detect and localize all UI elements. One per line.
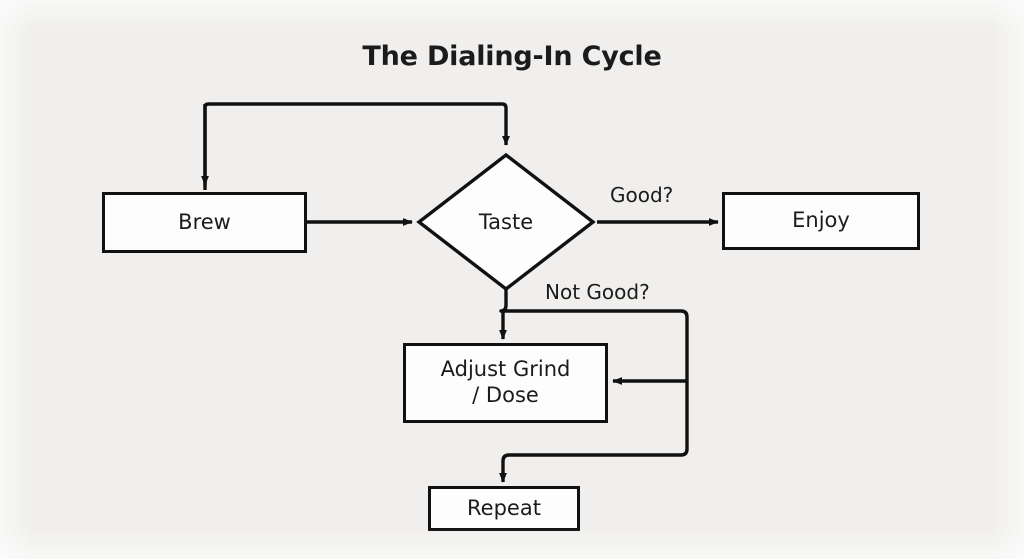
diamond-shape (416, 152, 596, 292)
page-title: The Dialing-In Cycle (362, 41, 662, 72)
edge-loop-down-to-taste (501, 102, 510, 146)
node-enjoy[interactable]: Enjoy (722, 192, 920, 250)
node-repeat-label: Repeat (467, 495, 541, 520)
node-taste-label: Taste (478, 210, 534, 234)
edge-label-not-good: Not Good? (545, 280, 650, 304)
node-adjust-grind-dose[interactable]: Adjust Grind / Dose (403, 343, 608, 423)
edge-rail-to-repeat (499, 448, 689, 483)
node-enjoy-label: Enjoy (792, 208, 850, 233)
node-repeat[interactable]: Repeat (428, 486, 580, 531)
node-taste[interactable]: Taste (416, 152, 596, 292)
edge-label-good: Good? (610, 183, 674, 207)
edge-taste-to-adjust (499, 288, 508, 340)
edge-not-good-right-rail (503, 309, 689, 449)
node-adjust-grind-dose-label: Adjust Grind / Dose (440, 357, 571, 407)
node-brew-label: Brew (178, 209, 231, 234)
node-brew[interactable]: Brew (102, 192, 307, 253)
